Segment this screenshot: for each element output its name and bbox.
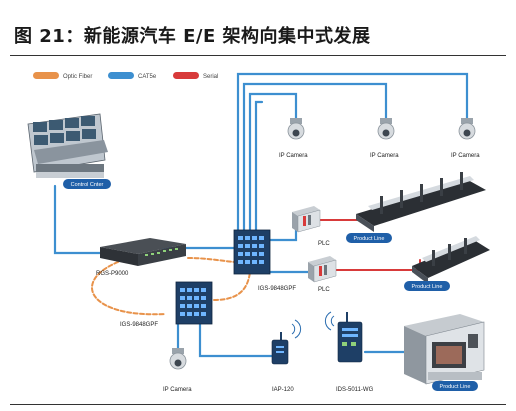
igs-left-switch	[175, 281, 213, 325]
legend: Optic Fiber CAT5e Serial	[33, 72, 218, 80]
plc-2	[308, 256, 337, 283]
igs-center-label: IGS-9848GPF	[258, 286, 296, 292]
wifi-icon-ids	[324, 311, 335, 331]
fiber-rgs-to-igs-left	[91, 261, 166, 316]
legend-cat5e: CAT5e	[108, 72, 157, 80]
cable-control-to-rgs	[53, 184, 107, 255]
product-line-2-label: Product Line	[412, 284, 443, 290]
plc-2-label: PLC	[318, 287, 330, 293]
ipcam-3-label: IP Camera	[370, 153, 399, 159]
igs-center-switch	[233, 229, 271, 275]
product-line-3-label: Product Line	[440, 384, 471, 390]
control-center	[27, 113, 108, 178]
ipcam-3	[377, 118, 395, 140]
ipcam-4-label: IP Camera	[451, 153, 480, 159]
figure-title: 图 21：新能源汽车 E/E 架构向集中式发展	[14, 26, 371, 47]
plc-1-label: PLC	[318, 241, 330, 247]
product-line-2-machine	[412, 236, 490, 284]
product-line-1-label: Product Line	[354, 236, 385, 242]
rgs-switch	[100, 238, 186, 266]
serial-swatch	[173, 72, 199, 79]
ipcam-1	[169, 348, 187, 370]
cable-to-ipcam3	[242, 82, 388, 234]
control-center-label: Control Cnter	[71, 182, 104, 188]
iap-device	[271, 332, 289, 365]
ipcam-4	[458, 118, 476, 140]
ipcam-1-label: IP Camera	[163, 387, 192, 393]
tag-control-center: Control Cnter	[63, 179, 111, 189]
cable-stub	[254, 100, 264, 234]
fiber-rgs-to-igs-center	[187, 257, 237, 263]
cable-to-ipcam2	[248, 92, 298, 234]
ipcam-2-label: IP Camera	[279, 153, 308, 159]
serial-plc2-to-line2	[331, 259, 421, 271]
ids-device	[337, 312, 363, 363]
fiber-igs-left-to-igs-center	[213, 271, 251, 301]
top-rule	[10, 55, 506, 56]
iap-label: IAP-120	[272, 387, 294, 393]
tag-product-line-1: Product Line	[346, 233, 392, 243]
legend-cat5e-label: CAT5e	[138, 74, 157, 80]
tag-product-line-2: Product Line	[404, 281, 450, 291]
rgs-label: RGS-P9000	[96, 271, 129, 277]
legend-optic: Optic Fiber	[33, 72, 92, 80]
legend-serial-label: Serial	[203, 74, 218, 80]
ids-label: IDS-5011-WG	[336, 387, 374, 393]
legend-optic-label: Optic Fiber	[63, 74, 92, 80]
legend-serial: Serial	[173, 72, 218, 80]
plc-1	[292, 206, 321, 233]
cable-to-ipcam4	[236, 72, 469, 234]
optic-swatch	[33, 72, 59, 79]
wifi-icon-iap	[291, 319, 302, 339]
cable-igs-left-to-iap	[198, 320, 274, 358]
bottom-rule	[10, 404, 506, 405]
product-line-3-machine	[404, 314, 485, 385]
tag-product-line-3: Product Line	[432, 381, 478, 391]
ipcam-2	[287, 118, 305, 140]
cable-igs-to-plc1	[266, 224, 298, 242]
cat5e-swatch	[108, 72, 134, 79]
igs-left-label: IGS-9848GPF	[120, 322, 158, 328]
product-line-1-machine	[356, 172, 486, 232]
